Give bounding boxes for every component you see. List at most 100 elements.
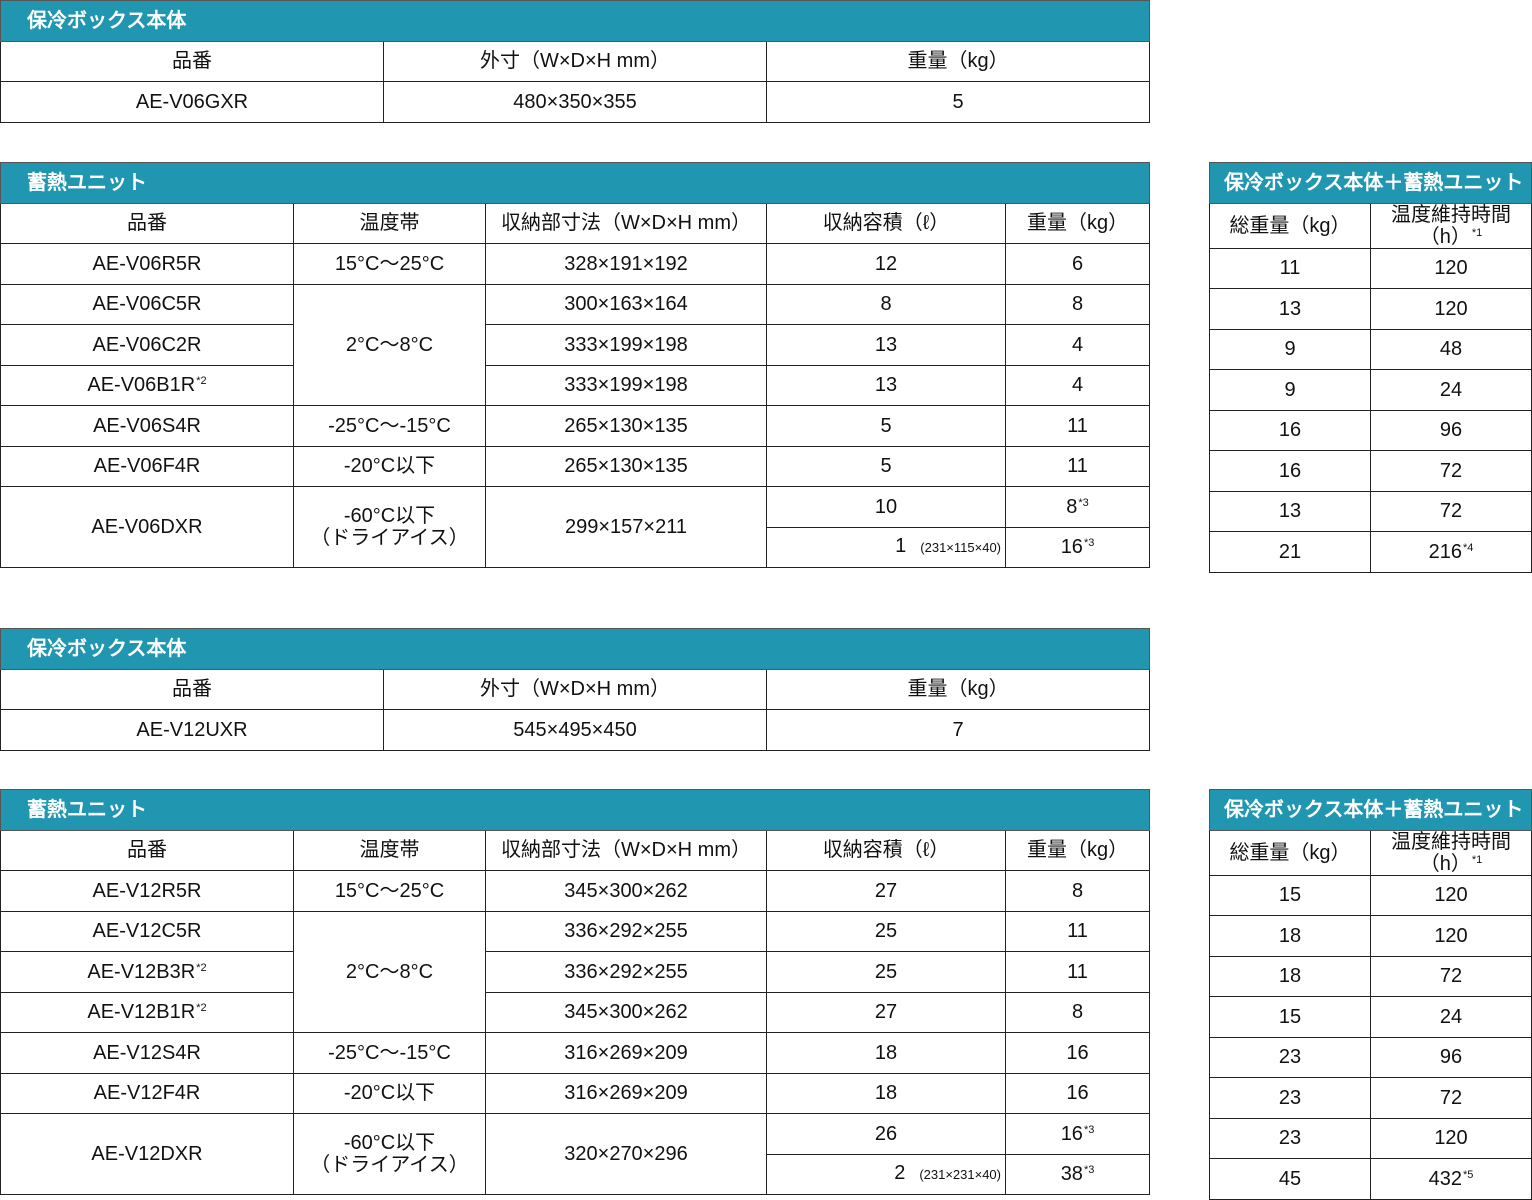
- capacity-cell: 5: [766, 405, 1006, 447]
- table-cell: 480×350×355: [383, 81, 767, 123]
- total-weight-cell: 23: [1209, 1036, 1371, 1078]
- capacity-cell: 25: [766, 951, 1006, 993]
- column-header: 重量（kg）: [765, 40, 1151, 82]
- column-header: 温度帯: [293, 202, 486, 244]
- model-cell: AE-V12C5R: [0, 910, 294, 952]
- total-weight-cell: 9: [1209, 328, 1371, 370]
- column-header: 品番: [0, 829, 294, 871]
- hold-time-cell: 24: [1370, 996, 1532, 1038]
- total-weight-cell: 13: [1209, 490, 1371, 532]
- hold-time-cell: 216*4: [1370, 531, 1532, 573]
- capacity-dimensions: (231×231×40): [919, 1167, 1001, 1183]
- column-header: 重量（kg）: [765, 668, 1151, 710]
- model-cell: AE-V12DXR: [0, 1113, 294, 1195]
- hold-time-cell: 48: [1370, 328, 1532, 370]
- band-row: 保冷ボックス本体: [0, 628, 1151, 670]
- band-row: 保冷ボックス本体＋蓄熱ユニット: [1209, 162, 1532, 204]
- column-header: 重量（kg）: [1004, 829, 1151, 871]
- model-cell: AE-V12S4R: [0, 1032, 294, 1074]
- column-header: 重量（kg）: [1004, 202, 1151, 244]
- dimensions-cell: 333×199×198: [485, 324, 767, 366]
- temperature-cell: -25°C〜-15°C: [293, 405, 486, 447]
- temperature-cell: -60°C以下 （ドライアイス）: [293, 1113, 486, 1195]
- dimensions-cell: 345×300×262: [485, 870, 767, 912]
- total-weight-cell: 13: [1209, 288, 1371, 330]
- hold-time-cell: 120: [1370, 915, 1532, 957]
- weight-cell: 16*3: [1004, 526, 1151, 568]
- footnote-mark: *2: [196, 1002, 207, 1015]
- weight-cell: 16*3: [1004, 1113, 1151, 1155]
- dimensions-cell: 336×292×255: [485, 951, 767, 993]
- hold-time-cell: 96: [1370, 409, 1532, 451]
- dimensions-cell: 265×130×135: [485, 405, 767, 447]
- column-header: 品番: [0, 40, 384, 82]
- footnote-mark: *3: [1083, 1123, 1095, 1136]
- dimensions-cell: 316×269×209: [485, 1032, 767, 1074]
- total-weight-cell: 23: [1209, 1077, 1371, 1119]
- total-weight-cell: 18: [1209, 915, 1371, 957]
- capacity-cell: 26: [766, 1113, 1006, 1155]
- model-cell: AE-V06C2R: [0, 324, 294, 366]
- table-cell: 545×495×450: [383, 709, 767, 751]
- temperature-cell: 15°C〜25°C: [293, 243, 486, 285]
- column-header: 総重量（kg）: [1209, 202, 1371, 249]
- section-title: 蓄熱ユニット: [0, 162, 1151, 204]
- column-header: 総重量（kg）: [1209, 829, 1371, 876]
- header-row: 品番外寸（W×D×H mm）重量（kg）: [0, 40, 1151, 82]
- dimensions-cell: 300×163×164: [485, 283, 767, 325]
- column-header: 収納容積（ℓ）: [766, 829, 1006, 871]
- table-cell: 5: [765, 81, 1151, 123]
- temperature-cell: 15°C〜25°C: [293, 870, 486, 912]
- footnote-mark: *4: [1462, 541, 1474, 554]
- temperature-cell: -60°C以下 （ドライアイス）: [293, 486, 486, 568]
- hold-time-cell: 24: [1370, 369, 1532, 411]
- model-cell: AE-V06C5R: [0, 283, 294, 325]
- weight-cell: 8*3: [1004, 486, 1151, 528]
- weight-cell: 4: [1004, 364, 1151, 406]
- hold-time-cell: 120: [1370, 1117, 1532, 1159]
- total-weight-cell: 45: [1209, 1158, 1371, 1200]
- weight-cell: 38*3: [1004, 1153, 1151, 1195]
- temperature-cell: 2°C〜8°C: [293, 283, 486, 406]
- capacity-cell: 13: [766, 364, 1006, 406]
- capacity-cell: 8: [766, 283, 1006, 325]
- capacity-cell: 13: [766, 324, 1006, 366]
- temperature-cell: -20°C以下: [293, 1072, 486, 1114]
- capacity-cell: 18: [766, 1032, 1006, 1074]
- total-weight-cell: 16: [1209, 450, 1371, 492]
- footnote-mark: *5: [1462, 1168, 1474, 1181]
- total-weight-cell: 18: [1209, 955, 1371, 997]
- section-title: 保冷ボックス本体: [0, 628, 1151, 670]
- model-cell: AE-V06F4R: [0, 445, 294, 487]
- hold-time-cell: 96: [1370, 1036, 1532, 1078]
- model-cell: AE-V06DXR: [0, 486, 294, 568]
- column-header: 収納容積（ℓ）: [766, 202, 1006, 244]
- total-weight-cell: 15: [1209, 874, 1371, 916]
- dimensions-cell: 336×292×255: [485, 910, 767, 952]
- weight-cell: 8: [1004, 283, 1151, 325]
- column-header: 温度維持時間（h）*1: [1370, 202, 1532, 249]
- total-weight-cell: 16: [1209, 409, 1371, 451]
- weight-cell: 6: [1004, 243, 1151, 285]
- band-row: 蓄熱ユニット: [0, 789, 1151, 831]
- total-weight-cell: 9: [1209, 369, 1371, 411]
- header-row: 総重量（kg）温度維持時間（h）*1: [1209, 202, 1532, 249]
- section-title: 蓄熱ユニット: [0, 789, 1151, 831]
